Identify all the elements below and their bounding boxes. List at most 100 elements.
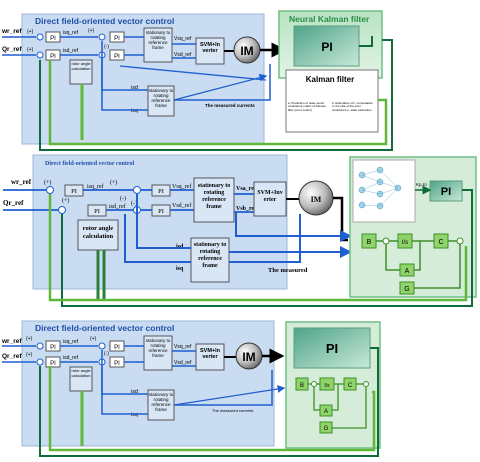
sign-label: (+) [110,179,117,186]
svm-inverter-block [195,343,225,371]
flux-feedback-line [48,194,468,302]
feedback-line [414,244,461,289]
isd-label: isd [131,85,138,91]
sign-label: (+) [27,47,34,53]
b-label: B [300,383,304,389]
im-label-1: IM [240,44,253,58]
feedback-line [414,241,421,271]
angle-label-2: rotor angle calculation [82,225,114,240]
angle-label-3: rotor angle calculation [71,369,91,378]
speed-feedback-line [39,347,379,457]
feedback-line [332,387,367,429]
sign-label: (-) [104,351,109,357]
sum-junction [36,51,44,59]
qr-ref-label-2: Qr_ref [3,199,24,207]
isd-label: isd [131,389,138,395]
feedback-line [332,384,339,411]
isq-ref-label: isq_ref [63,30,79,36]
to-observer-line [235,212,352,242]
svm-inverter-block [195,37,225,65]
rot-block-label-3: stationary to rotating reference frame [197,183,231,210]
foc-title-1: Direct field-oriented vector control [35,16,174,26]
vsd-ref-label: Vsd_ref [172,202,191,209]
svm-label-1: SVM+In verter [199,42,221,54]
sign-label: (-) [104,44,109,50]
feedback-line [101,366,148,415]
rot-block-label-1: stationary to rotating reference frame [145,30,171,50]
svm-inverter-block [253,181,287,217]
sum-junction [311,381,317,387]
sign-label: (+) [90,336,97,342]
neural-network-links [361,169,399,207]
g-label: G [404,286,409,293]
pi-label: PI [114,345,120,351]
angle-label-1: rotor angle calculation [71,62,91,71]
pi-label: PI [114,361,120,367]
feedback-line [136,194,191,249]
nkf-pi-label: PI [321,40,332,54]
c-label: C [348,383,353,389]
g-label: G [324,426,329,432]
integrator-label: I/s [324,383,330,389]
integrator-label: I/s [402,240,408,246]
kf-text-b: b. Estimation of c. computation d. the r… [332,102,374,112]
stationary-to-rotating-block [143,335,173,371]
wr-ref-label-1: wr_ref [1,28,22,35]
foc-title-2: Direct field-oriented vector control [45,161,134,167]
measured-label-1: The measured currents [205,103,255,108]
isd-ref-label: isd_ref [63,48,79,54]
sign-label: (+) [26,336,33,342]
a-label: A [324,409,328,415]
feedback-line [385,244,400,271]
pi-block-large [293,25,360,67]
measured-line [174,370,273,406]
a-label: A [405,268,410,275]
isq-label: isq [131,108,138,114]
vsd-ref-label: Vsd_ref [174,52,192,58]
wr-ref-label-3: wr_ref [1,338,22,345]
rot-block-label-4: stationary to rotating reference frame [193,242,227,269]
sign-label: (+) [62,197,69,204]
pi-label: PI [50,345,56,351]
pi-block-large [293,327,371,369]
sign-label: (-) [120,195,126,202]
c-label: C [438,239,443,246]
pi-label: PI [114,36,120,42]
vsq-ref-label: Vsq_ref [172,183,191,190]
b-label: B [367,239,372,246]
isd-ref-label: isd_ref [63,355,79,361]
feedback-line [359,36,373,47]
flux-feedback-line [48,366,376,452]
foc-panel-1 [21,13,265,145]
nn-pi-label: PI [326,341,338,356]
panel-2: Direct field-oriented vector control wr_… [3,154,477,307]
vsb-ref-label: Vsb_ref [236,206,257,212]
sum-junction [456,237,464,245]
panel-1: Direct field-oriented vector control wr_… [1,10,393,151]
kf-title: Kalman filter [306,75,354,84]
pi-label: PI [94,208,100,215]
qr-ref-label-3: Qr_ref [2,353,22,360]
pi-label: PI [158,208,164,215]
pi-label: PI [50,54,56,60]
qr-ref-label-1: Qr_ref [2,46,22,53]
stationary-to-rotating-block [193,177,235,223]
measured-label-2: The measured [268,267,308,274]
im-output-line [333,196,348,242]
vsa-ref-label: Vsa_ref [236,186,257,192]
im-label-2: IM [311,195,322,204]
stationary-to-rotating-block [190,237,230,283]
nkf-title: Neural Kalman filter [289,14,370,24]
sum-junction [36,33,44,41]
pi-label: PI [158,188,164,195]
foc-title-3: Direct field-oriented vector control [35,323,174,333]
im-label-3: IM [242,350,255,364]
measured-label-3: The measured currents [212,408,253,413]
svm-label-2: SVM+Inv erter [257,190,283,203]
sum-junction [98,33,106,41]
measured-line [229,214,301,263]
isq-label: isq [131,412,138,418]
isq-label: isq [176,266,184,272]
sign-label: (-) [131,200,137,207]
vsq-ref-label: Vsq_ref [174,36,192,42]
